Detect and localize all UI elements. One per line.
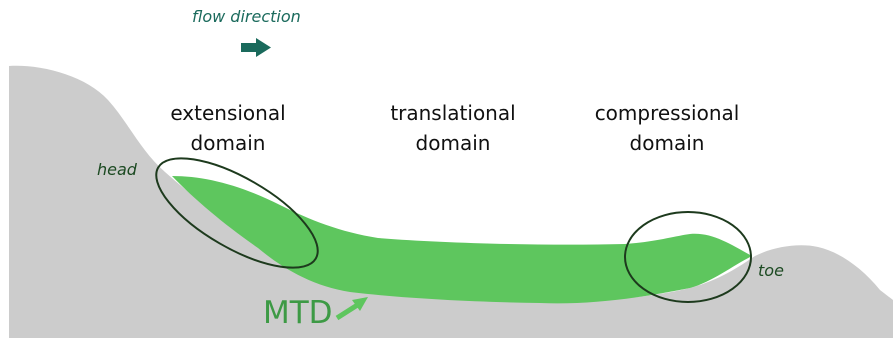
terrain-profile [9, 65, 893, 338]
toe-label: toe [758, 261, 784, 280]
domain-label-line2: domain [415, 131, 491, 155]
mtd-label: MTD [263, 295, 333, 331]
domain-label-line2: domain [190, 131, 266, 155]
head-label: head [97, 160, 137, 179]
domain-label-line1: extensional [170, 101, 286, 125]
mtd-deposit [172, 176, 752, 304]
toe-ellipse [624, 211, 752, 303]
domain-label-line2: domain [629, 131, 705, 155]
compressional-domain-label: compressional domain [577, 98, 757, 158]
flow-direction-label: flow direction [192, 7, 301, 26]
head-ellipse [155, 157, 319, 269]
translational-domain-label: translational domain [363, 98, 543, 158]
domain-label-line1: translational [390, 101, 516, 125]
extensional-domain-label: extensional domain [138, 98, 318, 158]
domain-label-line1: compressional [594, 101, 740, 125]
arrow-up-right-icon [335, 297, 368, 321]
arrow-right-icon [241, 38, 271, 57]
